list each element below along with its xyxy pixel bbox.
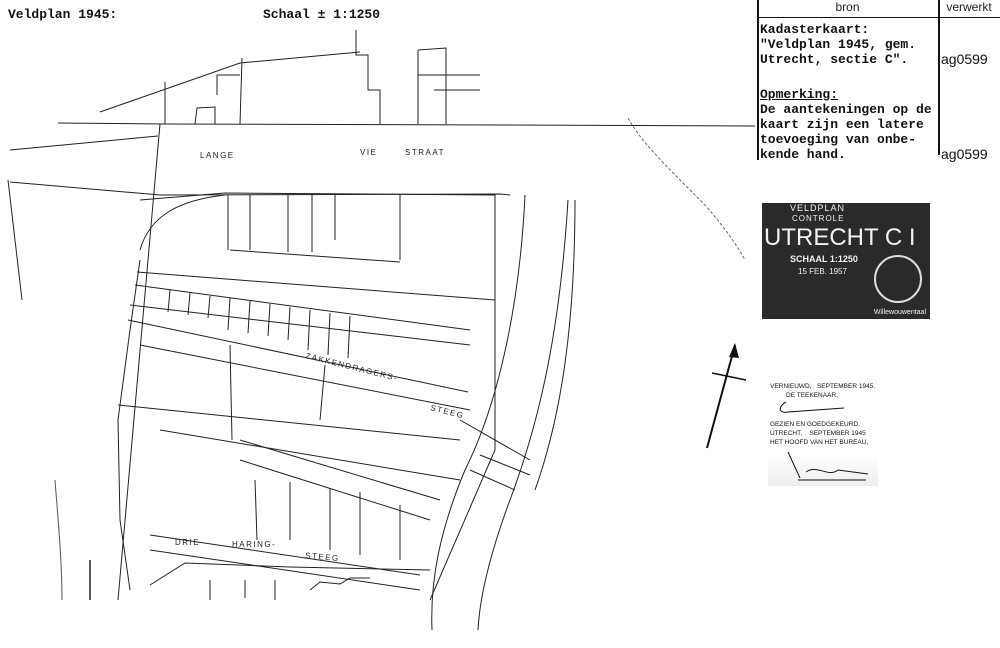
street-labels: LANGE VIE STRAAT ZAKKENDRAGERS- STEEG DR…	[175, 148, 465, 563]
street-label-lange: LANGE	[200, 151, 235, 160]
stamp-title: UTRECHT C I	[764, 224, 916, 251]
map-scale: Schaal ± 1:1250	[263, 7, 381, 22]
table-border	[757, 0, 759, 160]
sig-line-3: GEZIEN EN GOEDGEKEURD.	[770, 421, 860, 428]
source-verwerkt-2: ag0599	[941, 146, 988, 162]
stamp-line-1: VELDPLAN	[790, 203, 846, 213]
street-label-drie: DRIE	[175, 538, 200, 547]
north-arrow-icon	[706, 343, 747, 449]
street-label-haring: HARING-	[232, 540, 276, 549]
street-label-vie: VIE	[360, 148, 377, 157]
column-divider	[938, 0, 940, 155]
source-verwerkt-1: ag0599	[941, 51, 988, 67]
map-title: Veldplan 1945:	[8, 7, 118, 22]
seal-icon	[874, 255, 922, 303]
stamp-line-2: CONTROLE	[792, 214, 845, 223]
row-houses	[167, 289, 351, 359]
sig-line-1: VERNIEUWD, SEPTEMBER 1945.	[770, 383, 876, 390]
source-table: bron verwerkt Kadasterkaart: "Veldplan 1…	[757, 0, 1000, 162]
street-label-zakkendragers: ZAKKENDRAGERS-	[305, 351, 400, 383]
stamp-footer: Willewouwentaal	[873, 309, 926, 316]
stamp-scale: SCHAAL 1:1250	[790, 254, 858, 264]
street-label-straat: STRAAT	[405, 148, 445, 157]
signature-icon	[787, 451, 869, 481]
stamp-date: 15 FEB. 1957	[798, 267, 847, 276]
source-bron-2: De aantekeningen op de kaart zijn een la…	[760, 102, 932, 162]
sig-line-5: HET HOOFD VAN HET BUREAU,	[770, 439, 869, 446]
sig-line-2: DE TEEKENAAR,	[786, 392, 838, 399]
column-header-bron: bron	[757, 0, 938, 18]
remark-label: Opmerking:	[760, 87, 839, 102]
handwritten-annotation	[627, 117, 746, 261]
parcel-lines	[7, 30, 756, 631]
column-header-verwerkt: verwerkt	[938, 0, 1000, 18]
signature-icon	[779, 401, 845, 413]
veldplan-stamp: VELDPLAN CONTROLE UTRECHT C I SCHAAL 1:1…	[762, 203, 930, 319]
sig-line-4: UTRECHT, SEPTEMBER 1945	[770, 430, 866, 437]
street-label-steeg-2: STEEG	[305, 551, 340, 563]
signature-block: VERNIEUWD, SEPTEMBER 1945. DE TEEKENAAR,…	[768, 378, 878, 486]
source-bron-1: Kadasterkaart: "Veldplan 1945, gem. Utre…	[760, 22, 917, 67]
